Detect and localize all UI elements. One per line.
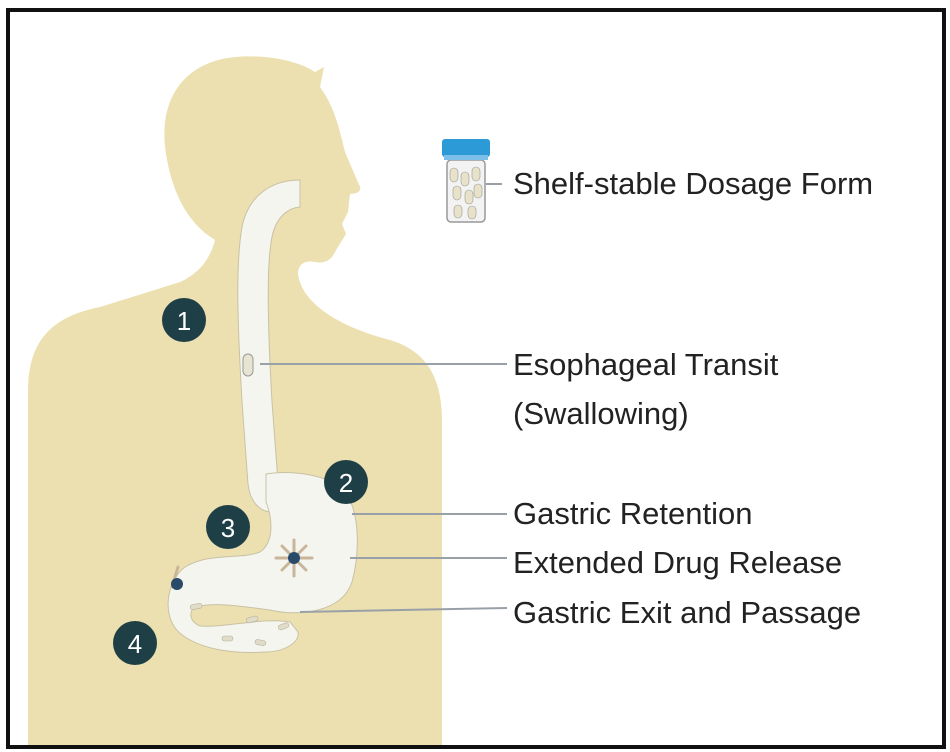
marker-3-text: 3 bbox=[221, 513, 235, 543]
diagram-illustration: 1 2 3 4 bbox=[10, 12, 942, 745]
label-swallowing: (Swallowing) bbox=[513, 392, 689, 436]
label-gastric-retention: Gastric Retention bbox=[513, 495, 753, 533]
label-esophageal-transit: Esophageal Transit bbox=[513, 343, 778, 387]
marker-2: 2 bbox=[324, 460, 368, 504]
pill-bottle-icon bbox=[442, 139, 490, 222]
label-dosage-form: Shelf-stable Dosage Form bbox=[513, 165, 873, 203]
release-device-core bbox=[288, 552, 300, 564]
label-extended-release: Extended Drug Release bbox=[513, 544, 842, 582]
marker-4: 4 bbox=[113, 621, 157, 665]
marker-1: 1 bbox=[162, 298, 206, 342]
capsule-esophagus bbox=[243, 354, 253, 376]
diagram-frame: 1 2 3 4 Shelf-stable Dosage Form Esophag… bbox=[6, 8, 946, 749]
marker-2-text: 2 bbox=[339, 468, 353, 498]
marker-4-text: 4 bbox=[128, 629, 142, 659]
label-gastric-exit: Gastric Exit and Passage bbox=[513, 594, 861, 632]
exit-device-core bbox=[171, 578, 183, 590]
marker-3: 3 bbox=[206, 505, 250, 549]
marker-1-text: 1 bbox=[177, 306, 191, 336]
